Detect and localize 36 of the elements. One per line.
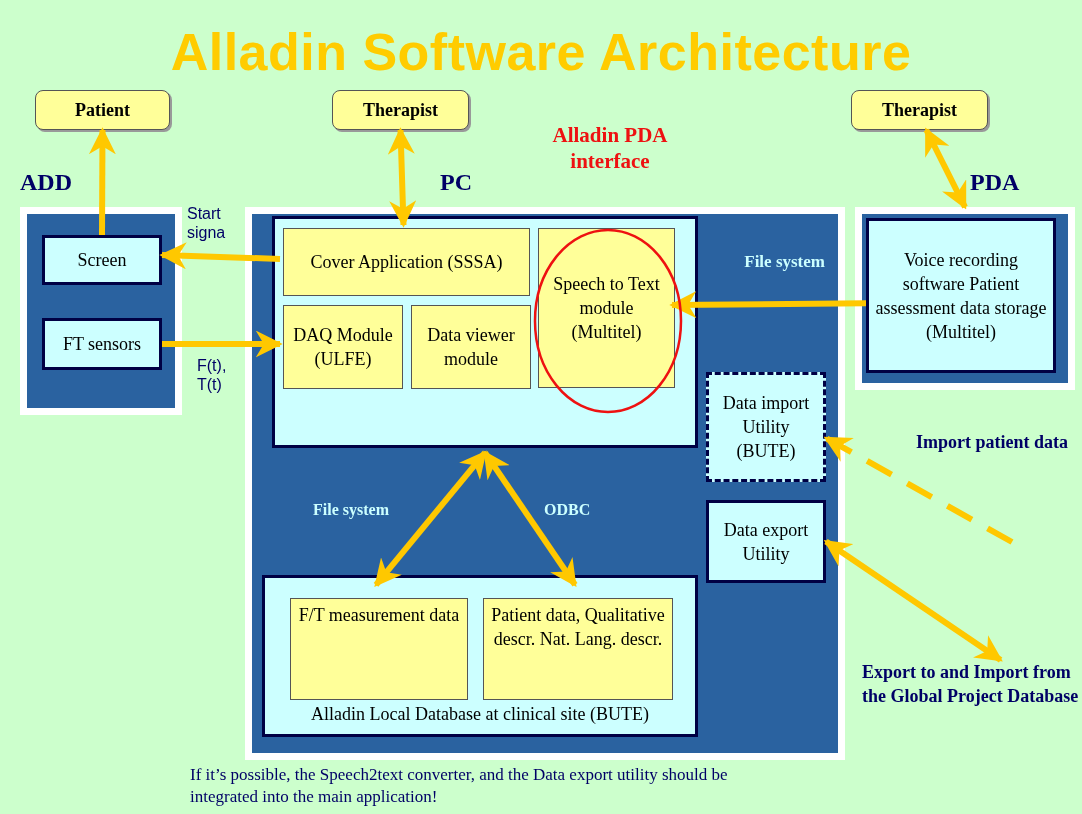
component-box: FT sensors — [42, 318, 162, 370]
database-box — [262, 575, 698, 737]
arrow — [823, 435, 1014, 545]
annotation-text: Export to and Import from the Global Project Database — [862, 661, 1080, 708]
component-box: Screen — [42, 235, 162, 285]
arrow — [159, 242, 281, 270]
module-box: Cover Application (SSSA) — [283, 228, 530, 296]
actor-box: Therapist — [851, 90, 988, 130]
panel-heading: ADD — [20, 168, 72, 197]
module-box: Patient data, Qualitative descr. Nat. Lang. descr. — [483, 598, 673, 700]
arrow — [923, 127, 968, 210]
component-box: Voice recording software Patient assessment data storage (Multitel) — [866, 218, 1056, 373]
application-container — [272, 216, 698, 448]
annotation-text: Import patient data — [915, 431, 1068, 454]
arrow — [88, 127, 116, 235]
callout-heading: Alladin PDA interface — [551, 122, 669, 174]
arrow — [669, 291, 867, 319]
arrow — [823, 539, 1003, 663]
panel-heading: PC — [440, 168, 472, 197]
component-box: Data export Utility — [706, 500, 826, 583]
module-box: Speech to Text module (Multitel) — [538, 228, 675, 388]
arrow — [387, 127, 417, 228]
panel-heading: PDA — [970, 168, 1020, 197]
actor-box: Therapist — [332, 90, 469, 130]
caption: If it’s possible, the Speech2text converter, and the Data export utility should be integrated into the main application! — [190, 764, 729, 808]
module-box: Data viewer module — [411, 305, 531, 389]
module-box: F/T measurement data — [290, 598, 468, 700]
arrow — [373, 450, 488, 587]
component-box: Data import Utility (BUTE) — [706, 372, 826, 482]
arrow — [162, 330, 283, 358]
actor-box: Patient — [35, 90, 170, 130]
panel-note: File system — [744, 251, 825, 273]
module-box: DAQ Module (ULFE) — [283, 305, 403, 389]
diagram-title: Alladin Software Architecture — [169, 22, 913, 82]
box-label: Alladin Local Database at clinical site (BUTE) — [311, 703, 649, 726]
arrow — [482, 450, 578, 588]
